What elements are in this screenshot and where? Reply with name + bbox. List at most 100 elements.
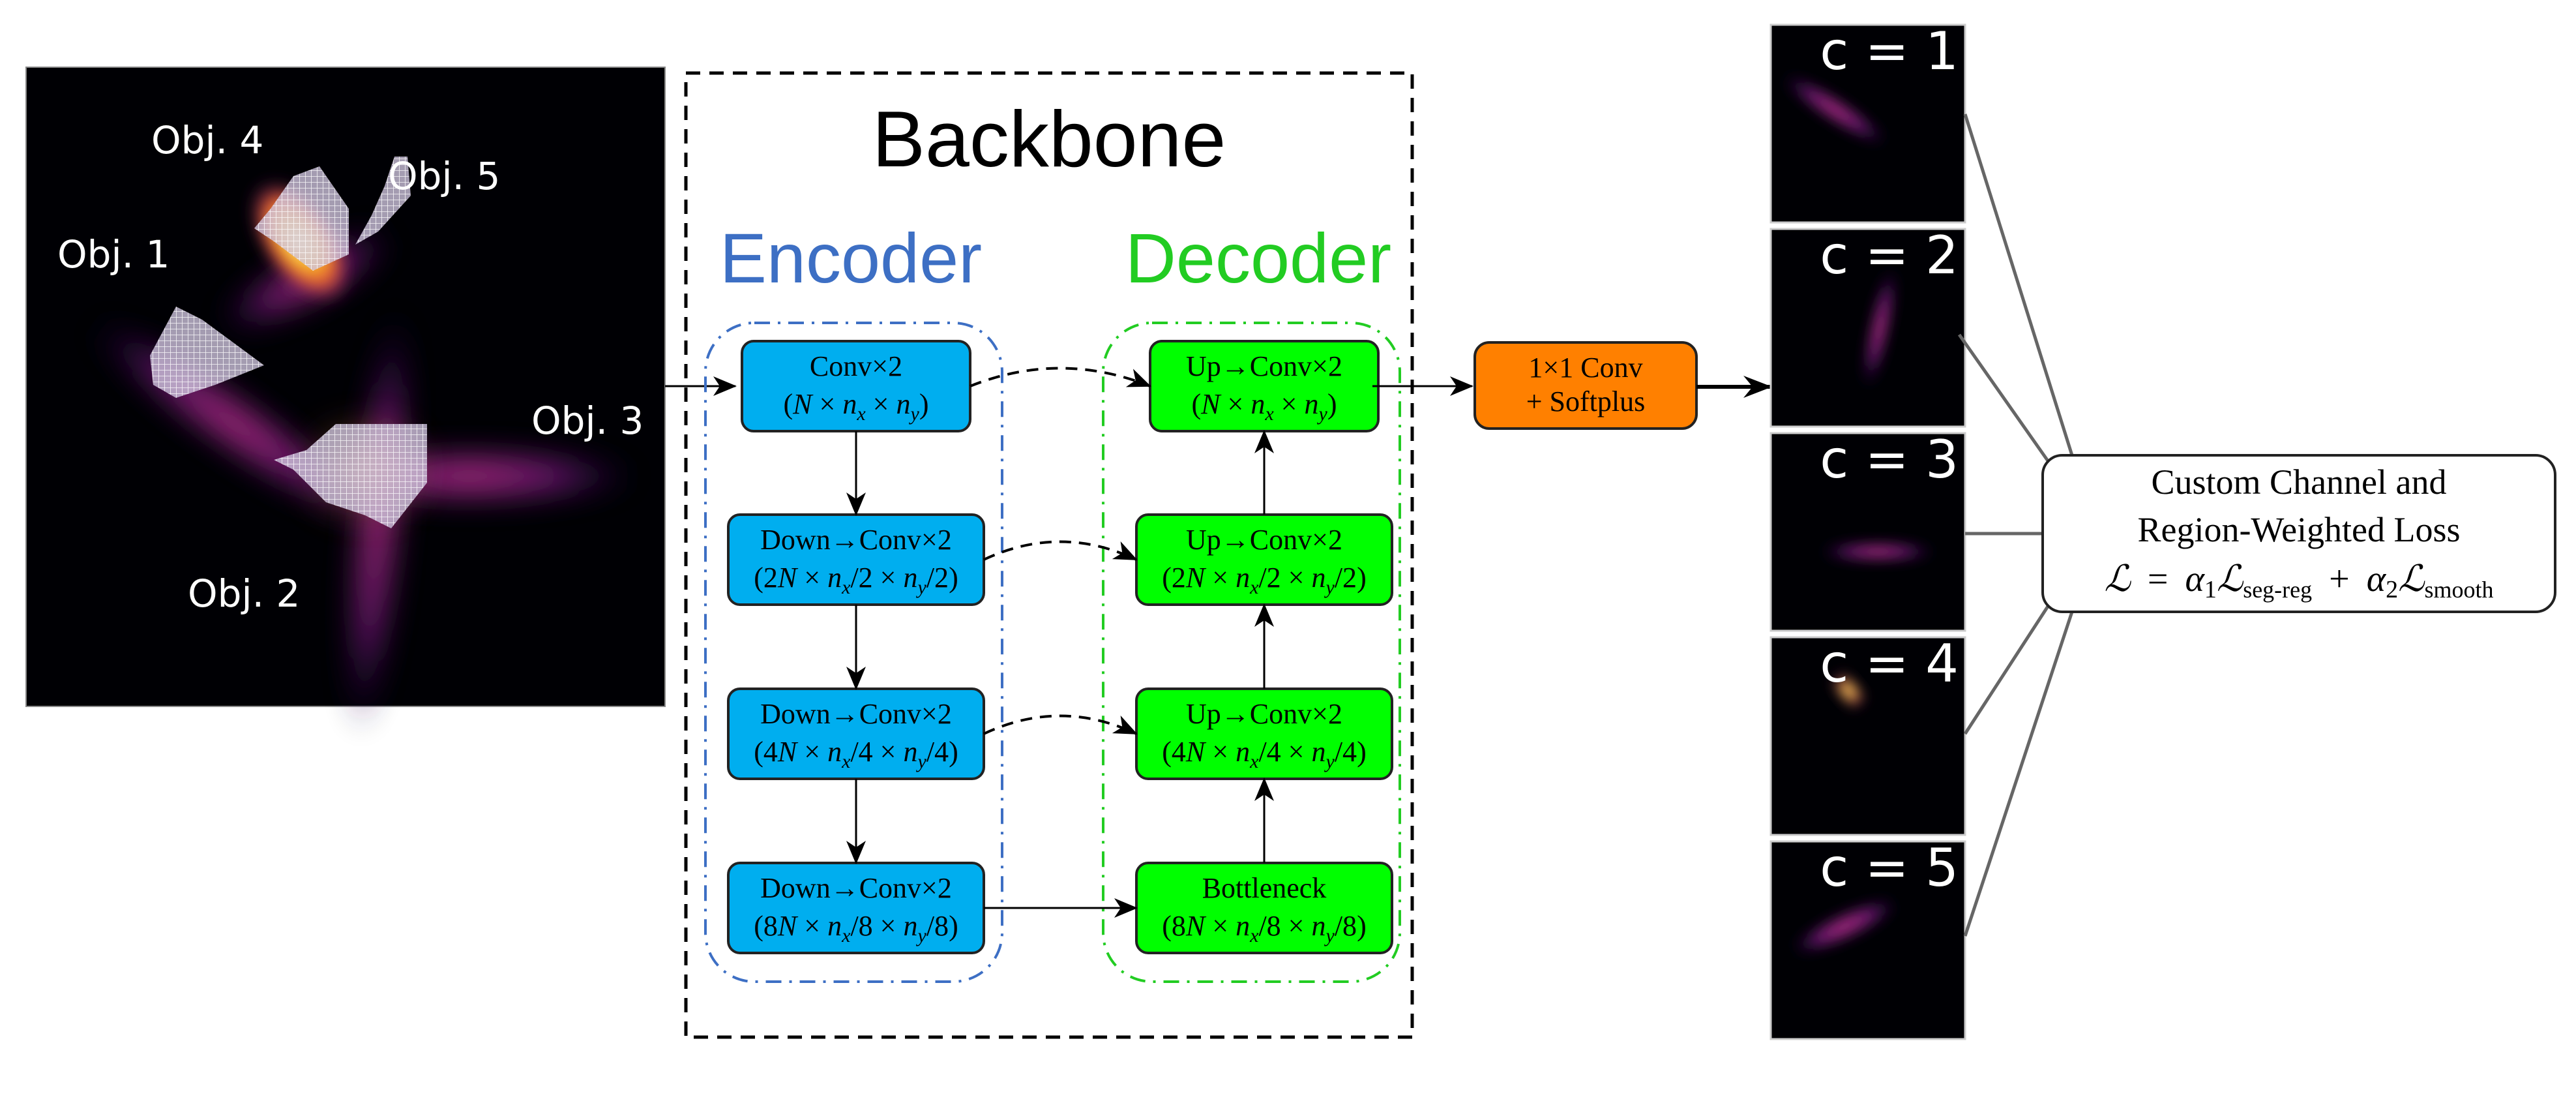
dims-token: × xyxy=(873,910,904,942)
dims-token: × xyxy=(797,910,827,942)
channel-3: c = 3 xyxy=(1769,429,1966,632)
dims-token: N xyxy=(1185,736,1207,768)
head-line-1: 1×1 Conv xyxy=(1528,352,1642,384)
dims-token: N xyxy=(777,910,799,942)
encoder-block-op: Conv×2 xyxy=(810,350,902,382)
channel-blob xyxy=(1833,674,1863,707)
dims-token: /4 xyxy=(1335,736,1357,768)
encoder-block-op: Down→Conv×2 xyxy=(760,698,952,730)
dims-token: ( xyxy=(1192,388,1202,420)
dims-token: y xyxy=(916,577,927,598)
dims-token: 2 xyxy=(1172,562,1186,594)
decoder-block-4: Bottleneck(8N × nx/8 × ny/8) xyxy=(1135,862,1393,954)
loss-line-1: Custom Channel and xyxy=(2152,462,2447,502)
dims-token: /4 xyxy=(926,736,949,768)
channel-label: c = 4 xyxy=(1820,633,1959,694)
decoder-block-dims: (N × nx × ny) xyxy=(1192,388,1337,425)
eq-loss-smooth: ℒ xyxy=(2398,559,2425,599)
encoder-block-3: Down→Conv×2(4N × nx/4 × ny/4) xyxy=(727,687,985,780)
dims-token: ) xyxy=(919,388,929,420)
dims-token: ) xyxy=(1327,388,1337,420)
dims-token: /8 xyxy=(926,910,949,942)
channel-blob xyxy=(1782,74,1888,145)
label-obj-1: Obj. 1 xyxy=(57,232,170,277)
head-line-2: + Softplus xyxy=(1526,385,1646,417)
label-obj-3: Obj. 3 xyxy=(531,399,644,443)
encoder-title: Encoder xyxy=(720,219,982,297)
dims-token: n xyxy=(904,562,918,594)
eq-loss-seg: ℒ xyxy=(2217,559,2244,599)
loss-connectors xyxy=(1957,113,2074,937)
encoder-block-op: Down→Conv×2 xyxy=(760,524,952,556)
dims-token: y xyxy=(916,925,927,946)
dims-token: x xyxy=(841,577,851,598)
dims-token: ) xyxy=(949,562,958,594)
dims-token: ( xyxy=(754,562,763,594)
channel-heatmap xyxy=(1769,228,1966,428)
dims-token: N xyxy=(1185,910,1207,942)
dims-token: N xyxy=(777,562,799,594)
dims-token: x xyxy=(841,751,851,772)
dims-token: × xyxy=(797,736,827,768)
channel-blob xyxy=(1863,267,1896,389)
label-obj-2: Obj. 2 xyxy=(188,571,300,616)
loss-equation: ℒ = α1ℒseg-reg + α2ℒsmooth xyxy=(2105,559,2494,606)
skip-connection xyxy=(983,540,1138,561)
dims-token: n xyxy=(842,388,857,420)
decoder-block-1: Up→Conv×2(N × nx × ny) xyxy=(1149,340,1380,432)
dims-token: ) xyxy=(1357,910,1367,942)
skip-connection xyxy=(983,714,1138,735)
dims-token: y xyxy=(916,751,927,772)
decoder-block-dims: (8N × nx/8 × ny/8) xyxy=(1162,910,1366,946)
encoder-block-dims: (8N × nx/8 × ny/8) xyxy=(754,910,958,946)
dims-token: ( xyxy=(1162,562,1172,594)
dims-token: /2 xyxy=(1335,562,1357,594)
dims-token: 8 xyxy=(1172,910,1186,942)
label-obj-5: Obj. 5 xyxy=(388,154,500,198)
dims-token: ( xyxy=(754,736,763,768)
channel-blob xyxy=(1819,541,1936,562)
loss-connector xyxy=(1963,611,2074,937)
dims-token: n xyxy=(827,736,842,768)
label-obj-4: Obj. 4 xyxy=(151,118,263,162)
dims-token: n xyxy=(827,910,842,942)
dims-token: n xyxy=(1236,736,1250,768)
dims-token: y xyxy=(1324,751,1335,772)
dims-token: × xyxy=(797,562,827,594)
dims-token: 4 xyxy=(763,736,778,768)
dims-token: × xyxy=(1221,388,1251,420)
eq-alpha-1: α xyxy=(2185,559,2205,599)
dims-token: n xyxy=(1251,388,1265,420)
encoder-frame xyxy=(704,322,1003,983)
dims-token: n xyxy=(1236,910,1250,942)
eq-loss-symbol: ℒ xyxy=(2105,559,2132,599)
dims-token: × xyxy=(1281,562,1312,594)
loss-connector xyxy=(1963,113,2074,456)
dims-token: /4 xyxy=(850,736,872,768)
dims-token: n xyxy=(1312,736,1326,768)
channel-label: c = 2 xyxy=(1820,225,1959,286)
channel-1: c = 1 xyxy=(1769,21,1966,224)
dims-token: x xyxy=(1249,577,1259,598)
head-block: 1×1 Conv + Softplus xyxy=(1473,341,1698,430)
eq-loss-seg-sub: seg-reg xyxy=(2243,577,2312,603)
input-heatmap-background xyxy=(25,67,666,707)
mask-obj-5 xyxy=(355,157,411,245)
dims-token: /4 xyxy=(1258,736,1281,768)
backbone-group: Backbone Encoder Decoder Conv×2(N × nx ×… xyxy=(684,71,1414,1039)
dims-token: × xyxy=(873,562,904,594)
dims-token: y xyxy=(1324,577,1335,598)
dims-token: n xyxy=(827,562,842,594)
encoder-block-1: Conv×2(N × nx × ny) xyxy=(741,340,971,432)
loss-connector xyxy=(1963,604,2050,735)
dims-token: n xyxy=(1305,388,1319,420)
channel-heatmap xyxy=(1769,636,1966,836)
encoder-block-op: Down→Conv×2 xyxy=(760,872,952,904)
channel-heatmap xyxy=(1769,432,1966,632)
dims-token: n xyxy=(904,910,918,942)
eq-plus: + xyxy=(2329,559,2350,599)
dims-token: × xyxy=(873,736,904,768)
dims-token: x xyxy=(1249,925,1259,946)
loss-block: Custom Channel and Region-Weighted Loss … xyxy=(2041,454,2556,613)
dims-token: /8 xyxy=(1335,910,1357,942)
